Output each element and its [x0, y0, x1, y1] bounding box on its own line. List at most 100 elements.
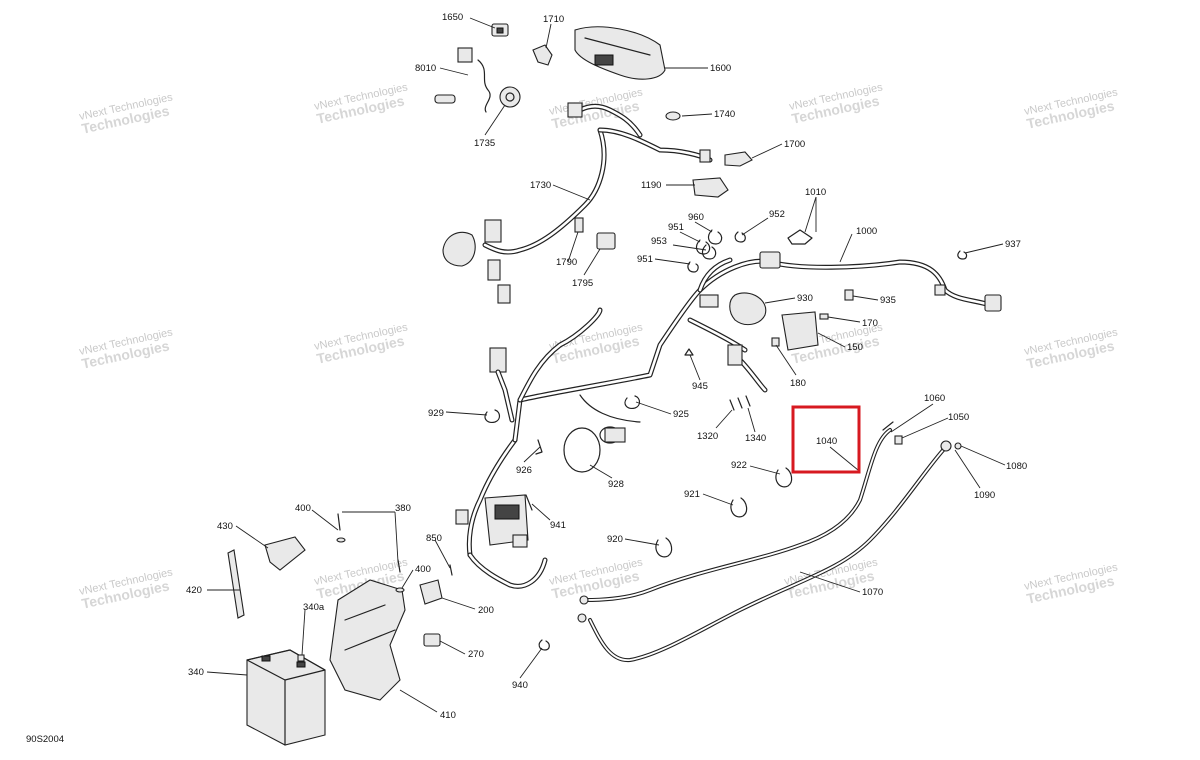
callout-1650: 1650	[442, 12, 463, 23]
clip-1010	[787, 229, 813, 245]
harness-connector	[759, 251, 781, 269]
callout-921: 921	[684, 489, 700, 500]
callout-8010: 8010	[415, 63, 436, 74]
callout-1040: 1040	[816, 436, 837, 447]
callout-928: 928	[608, 479, 624, 490]
grommet-930	[729, 292, 767, 326]
callout-1710: 1710	[543, 14, 564, 25]
callout-1060: 1060	[924, 393, 945, 404]
key-switch-1735	[499, 86, 521, 108]
clip-945	[684, 348, 694, 356]
callout-953: 953	[651, 236, 667, 247]
clip-937	[957, 250, 968, 260]
battery-tray-410	[329, 579, 406, 701]
main-wiring-harness	[466, 251, 1002, 558]
strap-420	[227, 549, 245, 619]
washer-400	[336, 537, 346, 543]
cable-terminal	[579, 595, 589, 605]
diagram-reference-code: 90S2004	[26, 734, 64, 745]
relay-200	[419, 579, 443, 605]
connector-270	[423, 633, 441, 647]
harness-connector	[984, 294, 1002, 312]
bolt-1050	[894, 435, 903, 445]
clip-921	[730, 497, 748, 518]
callout-150: 150	[847, 342, 863, 353]
harness-connector	[489, 347, 507, 373]
leader-lines	[206, 17, 1006, 713]
callout-941: 941	[550, 520, 566, 531]
callout-1090: 1090	[974, 490, 995, 501]
switch-1650	[491, 23, 509, 37]
callout-922: 922	[731, 460, 747, 471]
callout-1600: 1600	[710, 63, 731, 74]
highlight-box-1040[interactable]	[791, 405, 861, 474]
callout-200: 200	[478, 605, 494, 616]
callout-929: 929	[428, 408, 444, 419]
nut-1090	[954, 442, 962, 450]
callout-340a: 340a	[303, 602, 325, 613]
dash-wiring-harness	[442, 102, 713, 304]
clip-935	[844, 289, 854, 301]
screw-850	[449, 564, 453, 576]
callout-1340: 1340	[745, 433, 766, 444]
screw-170	[819, 313, 829, 320]
terminals-1320	[729, 395, 751, 411]
tie-951	[695, 239, 711, 255]
harness-connector	[567, 102, 583, 118]
callout-1010: 1010	[805, 187, 826, 198]
callout-935: 935	[880, 295, 896, 306]
grommet-1740	[665, 111, 681, 121]
control-module-150	[781, 311, 819, 351]
tether-cord-8010	[434, 47, 491, 113]
screw-941	[525, 494, 533, 511]
callout-340: 340	[188, 667, 204, 678]
harness-connector	[484, 219, 502, 243]
cable-terminal	[882, 421, 894, 431]
module-1190	[692, 177, 729, 198]
relay-1795	[596, 232, 616, 250]
callout-937: 937	[1005, 239, 1021, 250]
callout-270: 270	[468, 649, 484, 660]
callout-180: 180	[790, 378, 806, 389]
callout-926: 926	[516, 465, 532, 476]
tie-clips	[484, 229, 968, 651]
callout-1050: 1050	[948, 412, 969, 423]
nut-180	[771, 337, 780, 347]
callout-1080: 1080	[1006, 461, 1027, 472]
callout-850: 850	[426, 533, 442, 544]
callout-170: 170	[862, 318, 878, 329]
bolt-380	[397, 559, 401, 573]
cable-terminal	[940, 440, 952, 452]
harness-connector	[934, 284, 946, 296]
harness-connector	[512, 534, 528, 548]
callout-940: 940	[512, 680, 528, 691]
callout-380: 380	[395, 503, 411, 514]
harness-connector	[699, 294, 719, 308]
tether-key	[434, 94, 456, 104]
callout-1190: 1190	[641, 180, 661, 191]
battery-340	[246, 649, 326, 746]
boot-grommet	[442, 231, 476, 267]
tie-960	[707, 229, 723, 245]
tie-953	[701, 244, 717, 260]
callout-1700: 1700	[784, 139, 805, 150]
clip-929	[484, 409, 501, 423]
bracket-1710	[532, 44, 553, 66]
tether-clip	[457, 47, 473, 63]
clip-926	[535, 439, 543, 455]
tie-951b	[687, 261, 699, 273]
callout-1790: 1790	[556, 257, 577, 268]
callout-1740: 1740	[714, 109, 735, 120]
callout-930: 930	[797, 293, 813, 304]
harness-connector	[497, 284, 511, 304]
callout-400: 400	[295, 503, 311, 514]
callout-920: 920	[607, 534, 623, 545]
callout-410: 410	[440, 710, 456, 721]
battery-cables	[577, 421, 962, 663]
callout-1070: 1070	[862, 587, 883, 598]
callout-430: 430	[217, 521, 233, 532]
harness-connector	[604, 427, 626, 443]
callout-951-b: 951	[637, 254, 653, 265]
